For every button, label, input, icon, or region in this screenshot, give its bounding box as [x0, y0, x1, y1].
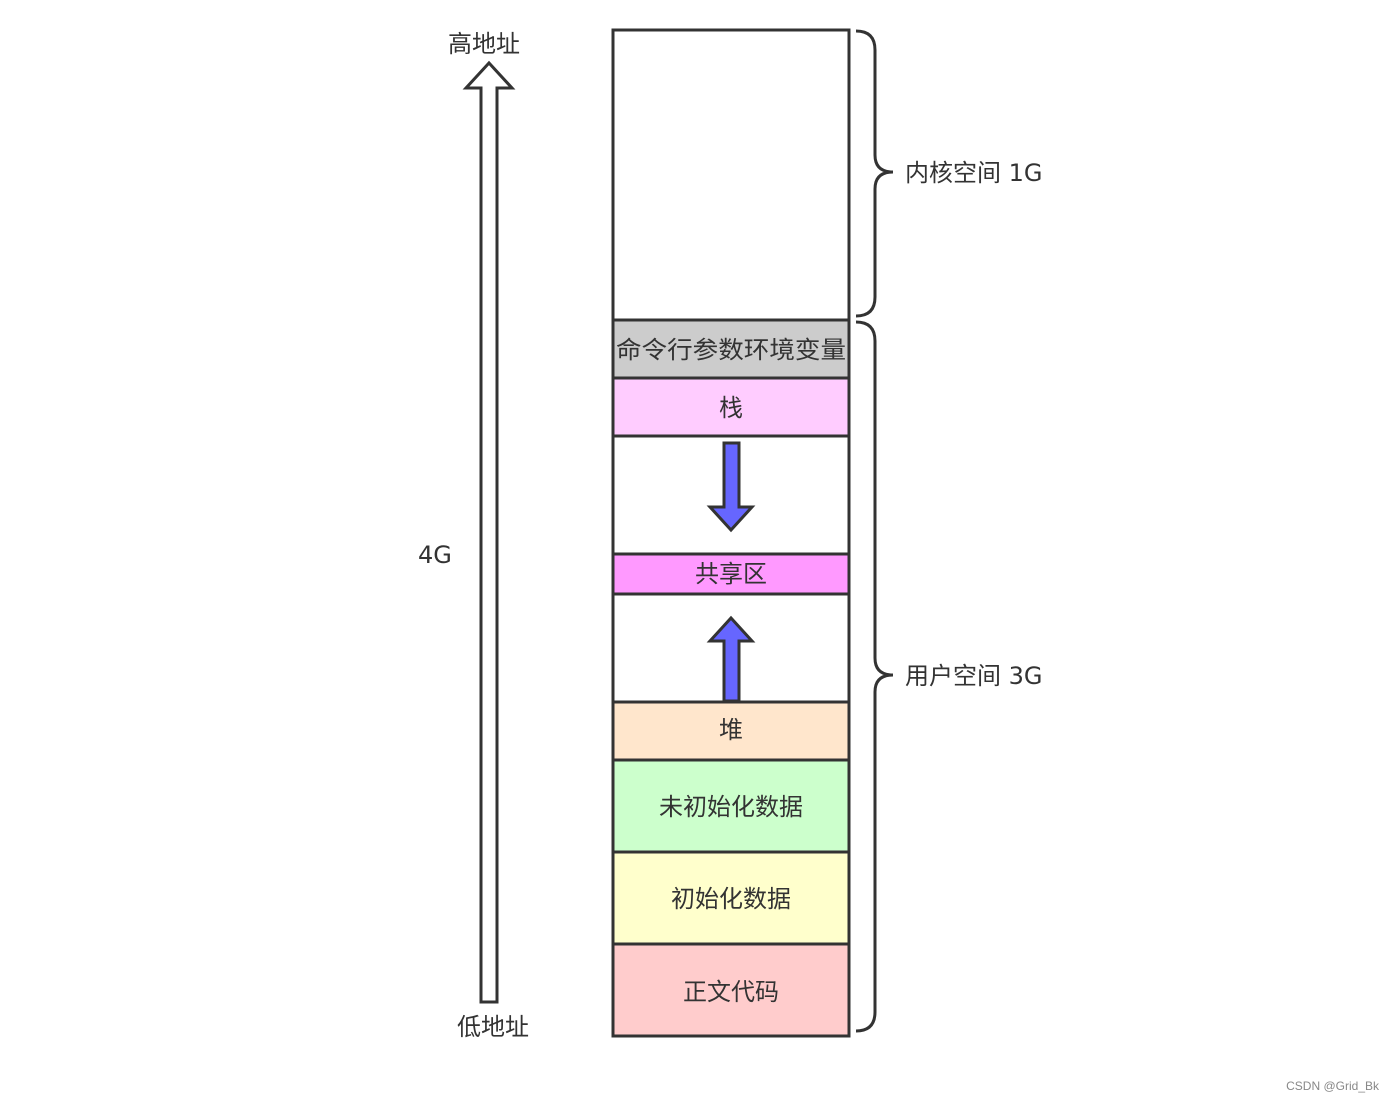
text-segment	[611, 942, 851, 1038]
stack-segment	[611, 376, 851, 438]
low-address-label: 低地址	[457, 1013, 529, 1041]
data-segment-label: 初始化数据	[671, 885, 791, 913]
stack-grows-down-arrow	[706, 441, 756, 533]
heap-segment-label: 堆	[719, 716, 743, 744]
size-4g-label: 4G	[418, 541, 452, 569]
watermark: CSDN @Grid_Bk	[1286, 1079, 1379, 1093]
user-space-label: 用户空间 3G	[905, 662, 1043, 690]
data-segment	[611, 850, 851, 946]
bss-segment-label: 未初始化数据	[659, 793, 803, 821]
kernel-space-brace	[855, 29, 894, 318]
env-segment	[611, 318, 851, 380]
shared-segment-label: 共享区	[695, 560, 767, 588]
shared-segment	[611, 552, 851, 596]
user-space-brace	[855, 320, 894, 1033]
stack-segment-label: 栈	[719, 394, 743, 422]
memory-column: 命令行参数环境变量 栈 共享区 堆 未初始化数据 初始化数据 正文代码	[611, 28, 851, 1038]
kernel-segment	[611, 28, 851, 322]
heap-grows-up-arrow	[706, 615, 756, 703]
high-address-label: 高地址	[448, 30, 520, 58]
heap-segment	[611, 700, 851, 762]
env-segment-label: 命令行参数环境变量	[616, 336, 846, 364]
address-up-arrow	[462, 60, 516, 1004]
text-segment-label: 正文代码	[683, 978, 779, 1006]
kernel-space-label: 内核空间 1G	[905, 159, 1043, 187]
